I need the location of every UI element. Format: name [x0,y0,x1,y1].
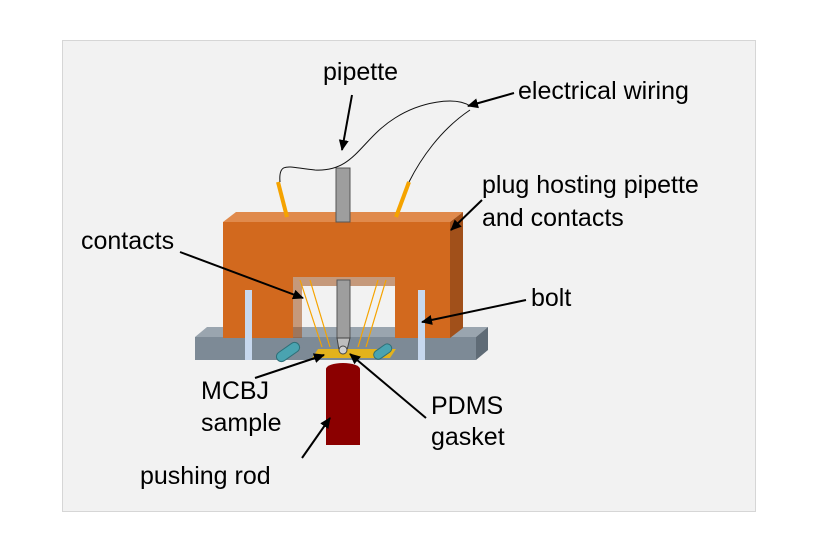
arrow-mcbj [254,353,325,379]
arrow-pushing-rod [301,417,331,459]
pipette-upper [335,167,351,223]
label-plug-line1: plug hosting pipette [482,171,699,199]
bolt-left [245,290,252,360]
arrow-pdms [349,353,427,419]
label-pdms-line2: gasket [431,423,505,451]
pushing-rod [326,363,360,445]
label-mcbj-line2: sample [201,409,282,437]
label-pipette: pipette [323,58,399,86]
arrow-plug [450,199,483,231]
pdms-gasket [338,345,348,355]
callout-arrows [179,92,527,459]
pushing-rod-body [326,369,360,445]
support-pin-right [373,343,393,360]
base-plate-side [476,327,488,360]
label-pdms-line1: PDMS [431,392,504,420]
plug-side-face [450,212,463,338]
plug-front-face [223,222,450,338]
contact-pin-left [276,181,289,218]
plug-block [223,212,463,338]
support-pin-left [275,341,301,363]
pushing-rod-top [326,363,360,375]
pipette-lower [336,279,351,339]
label-bolt: bolt [531,284,572,312]
label-contacts: contacts [81,227,175,255]
electrical-wiring-left [279,100,471,183]
arrow-contacts [179,251,304,300]
bolt-right [418,290,425,360]
label-mcbj-line1: MCBJ [201,377,270,405]
label-electrical-wiring: electrical wiring [518,77,689,105]
base-plate-front [195,337,476,360]
label-pushing-rod: pushing rod [140,462,271,490]
label-plug-line2: and contacts [482,204,624,232]
arrow-electrical-wiring [467,92,515,109]
arrow-pipette [338,94,353,151]
arrow-bolt [421,299,527,325]
contact-pin-right [394,181,411,218]
electrical-wiring-right [408,109,471,183]
